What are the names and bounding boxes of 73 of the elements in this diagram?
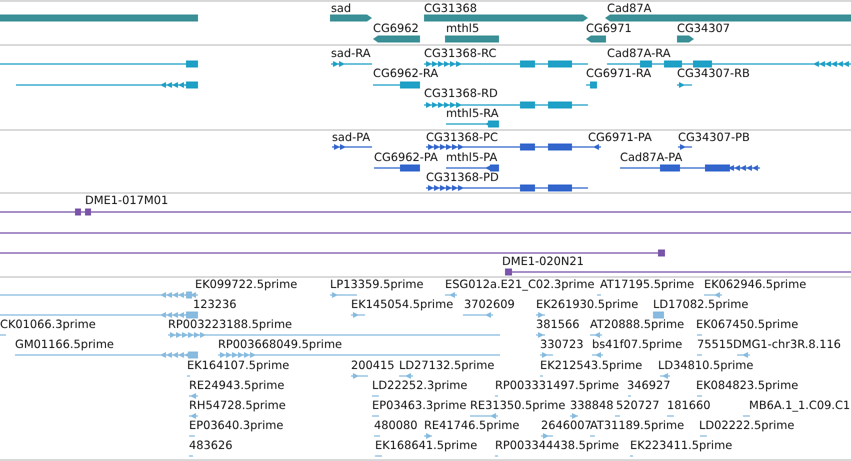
read-label: LD34810.5prime	[658, 359, 754, 372]
read-label: 483626	[189, 439, 232, 452]
feature-label: CG34307-PB	[678, 131, 750, 144]
feature-label: CG6971	[586, 22, 632, 35]
read-label: RH54728.5prime	[189, 399, 286, 412]
feature-label: Cad87A-PA	[620, 151, 682, 164]
read-label: LD27132.5prime	[399, 359, 494, 372]
read-label: 330723	[540, 338, 584, 351]
read-label: 346927	[627, 379, 670, 392]
read-label: ESG012a.E21_C02.3prime	[445, 278, 594, 291]
feature-label: CG6962	[373, 22, 419, 35]
read-label: EK212543.5prime	[540, 359, 642, 372]
feature-label: Cad87A	[607, 2, 652, 15]
read-label: EK062946.5prime	[704, 278, 806, 291]
read-label: RP003668049.5prime	[218, 338, 342, 351]
read-label: EK164107.5prime	[187, 359, 290, 372]
read-label: RP003223188.5prime	[168, 318, 292, 331]
feature-label: mthl5-PA	[446, 151, 498, 164]
read-label: bs41f07.5prime	[592, 338, 682, 351]
read-label: EK084823.5prime	[696, 379, 798, 392]
feature-label: CG34307	[677, 22, 730, 35]
feature-label: CG6962-PA	[374, 151, 438, 164]
feature-label: CG34307-RB	[677, 67, 750, 80]
feature-label: CG6962-RA	[373, 67, 438, 80]
read-label: AT20888.5prime	[590, 318, 684, 331]
read-label: EK099722.5prime	[195, 278, 298, 291]
feature-label: CG6971-RA	[586, 67, 652, 80]
read-label: DMG1-chr3R.8.116	[733, 338, 841, 351]
read-label: RE31350.5prime	[470, 399, 566, 412]
feature-label: sad-RA	[331, 47, 370, 60]
read-label: RE41746.5prime	[424, 419, 520, 432]
read-label: EK223411.5prime	[630, 439, 732, 452]
read-label: EP03640.3prime	[189, 419, 284, 432]
read-label: GM01166.5prime	[15, 338, 114, 351]
read-label: 75515	[697, 338, 734, 351]
feature-label: sad-PA	[332, 131, 370, 144]
feature-label: Cad87A-RA	[607, 47, 671, 60]
read-label: EK145054.5prime	[351, 298, 454, 311]
read-label: EK261930.5prime	[536, 298, 638, 311]
read-label: LP13359.5prime	[330, 278, 424, 291]
read-label: MB6A.1_1.C09.C1	[749, 399, 850, 412]
read-label: RE24943.5prime	[189, 379, 284, 392]
feature-label: DME1-017M01	[85, 194, 168, 207]
read-label: 181660	[667, 399, 710, 412]
feature-label: CG6971-PA	[588, 131, 652, 144]
feature-label: sad	[331, 2, 352, 15]
read-label: AT31189.5prime	[590, 419, 684, 432]
read-label: LD22252.3prime	[372, 379, 468, 392]
read-label: EK168641.5prime	[375, 439, 478, 452]
read-label: 520727	[616, 399, 660, 412]
read-label: 3702609	[464, 298, 515, 311]
feature-label: CG31368-PD	[426, 171, 499, 184]
read-label: CK01066.3prime	[0, 318, 96, 331]
feature-label: mthl5	[446, 22, 480, 35]
feature-label: DME1-020N21	[502, 255, 584, 268]
feature-label: mthl5-RA	[446, 107, 499, 120]
feature-label: CG31368-PC	[426, 131, 498, 144]
read-label: RP003344438.5prime	[495, 439, 620, 452]
read-label: 381566	[536, 318, 580, 331]
read-label: 2646007	[541, 419, 592, 432]
read-label: LD17082.5prime	[653, 298, 748, 311]
read-label: RP003331497.5prime	[495, 379, 620, 392]
read-label: LD02222.5prime	[699, 419, 794, 432]
read-label: 338848	[570, 399, 614, 412]
feature-label: CG31368-RC	[424, 47, 496, 60]
read-label: EK067450.5prime	[696, 318, 798, 331]
feature-label: CG31368	[424, 2, 478, 15]
read-label: 200415	[351, 359, 394, 372]
read-label: EP03463.3prime	[372, 399, 466, 412]
read-label: 123236	[193, 298, 236, 311]
feature-label: CG31368-RD	[424, 87, 498, 100]
read-label: 480080	[374, 419, 418, 432]
read-label: AT17195.5prime	[600, 278, 694, 291]
